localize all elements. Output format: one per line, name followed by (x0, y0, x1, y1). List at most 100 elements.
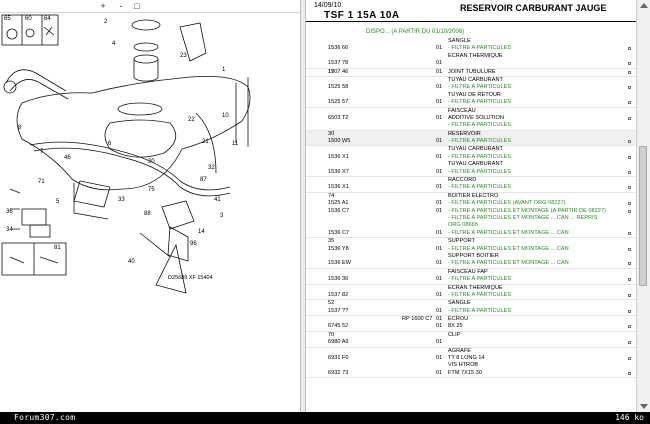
fit-button[interactable]: □ (134, 1, 140, 11)
item-ref: 74 (328, 192, 335, 199)
quantity: 01 (436, 84, 443, 91)
description: TT 8 LONG 14 (448, 355, 485, 362)
select-checkbox[interactable] (628, 231, 631, 235)
select-checkbox[interactable] (628, 140, 631, 144)
description: FAISCEAU (448, 107, 476, 114)
callout-36: 36 (6, 209, 13, 215)
row-line: 1537 ??01- FILTRE A PARTICULES (306, 308, 636, 315)
zoom-out-button[interactable]: - (119, 1, 123, 11)
select-checkbox[interactable] (628, 309, 631, 313)
part-number: 6503 T2 (328, 114, 349, 121)
select-checkbox[interactable] (628, 357, 631, 361)
description: - FILTRE A PARTICULES (448, 276, 512, 283)
quantity: 01 (436, 276, 443, 283)
callout-labels: 60 64 65 1 23 2 4 22 21 10 11 8 7 46 6 3… (4, 16, 239, 281)
callout-8: 8 (18, 125, 22, 131)
part-number: 1536 EW (328, 260, 352, 267)
file-size: 146 ko (615, 413, 644, 422)
description: AGRAFE (448, 347, 472, 354)
part-number: 6931 F0 (328, 355, 349, 362)
quantity: 01 (436, 229, 443, 236)
part-number: 1507 46 (328, 68, 349, 75)
select-checkbox[interactable] (628, 247, 631, 251)
description: - FILTRE A PARTICULES ET MONTAGE ... CAN (448, 245, 569, 252)
vertical-scrollbar[interactable] (636, 0, 650, 412)
select-checkbox[interactable] (628, 155, 631, 159)
description: RACCORD (448, 177, 477, 184)
select-checkbox[interactable] (628, 341, 631, 345)
quantity: 01 (436, 168, 443, 175)
callout-96: 96 (190, 241, 197, 247)
select-checkbox[interactable] (628, 293, 631, 297)
quantity: 01 (436, 369, 443, 376)
select-checkbox[interactable] (628, 86, 631, 90)
zoom-in-button[interactable]: + (100, 1, 106, 11)
quantity: 01 (436, 68, 443, 75)
select-checkbox[interactable] (628, 262, 631, 266)
select-checkbox[interactable] (628, 101, 631, 105)
description: - FILTRE A PARTICULES (448, 307, 512, 314)
description: - FILTRE A PARTICULES (448, 45, 512, 52)
select-checkbox[interactable] (628, 209, 631, 213)
callout-40: 40 (128, 259, 135, 265)
quantity: 01 (436, 99, 443, 106)
part-number: 1536 C7 (328, 229, 350, 236)
description: SUPPORT BOITIER (448, 252, 499, 259)
row-line: SANGLE (306, 38, 636, 45)
callout-65: 65 (4, 16, 11, 22)
quantity: 01 (436, 153, 443, 160)
select-checkbox[interactable] (628, 62, 631, 66)
callout-5: 5 (56, 199, 60, 205)
select-checkbox[interactable] (628, 371, 631, 375)
select-checkbox[interactable] (628, 186, 631, 190)
select-checkbox[interactable] (628, 325, 631, 329)
scroll-up-icon[interactable] (640, 3, 648, 8)
select-checkbox[interactable] (628, 278, 631, 282)
callout-11: 11 (232, 141, 239, 147)
callout-60: 60 (25, 16, 32, 22)
exploded-diagram[interactable]: 60 64 65 1 23 2 4 22 21 10 11 8 7 46 6 3… (0, 13, 300, 412)
callout-88: 88 (144, 211, 151, 217)
panel-splitter[interactable] (300, 0, 306, 412)
description: - FILTRE A PARTICULES ET MONTAGE ... CAN (448, 229, 569, 236)
status-bar: Forum307.com 146 ko (0, 412, 650, 424)
row-line: ECRAN THERMIQUE (306, 53, 636, 60)
part-number: 1537 82 (328, 291, 349, 298)
scroll-thumb[interactable] (639, 146, 647, 286)
catalog-date: 14/09/10 (314, 2, 342, 9)
item-ref: 70 (328, 331, 335, 338)
scroll-down-icon[interactable] (640, 404, 648, 409)
select-checkbox[interactable] (628, 70, 631, 74)
callout-10: 10 (222, 113, 229, 119)
description: SUPPORT (448, 238, 475, 245)
select-checkbox[interactable] (628, 116, 631, 120)
description: - FILTRE A PARTICULES (448, 291, 512, 298)
select-checkbox[interactable] (628, 47, 631, 51)
select-checkbox[interactable] (628, 170, 631, 174)
callout-22: 22 (188, 117, 195, 123)
select-checkbox[interactable] (628, 202, 631, 206)
callout-30: 30 (148, 159, 155, 165)
